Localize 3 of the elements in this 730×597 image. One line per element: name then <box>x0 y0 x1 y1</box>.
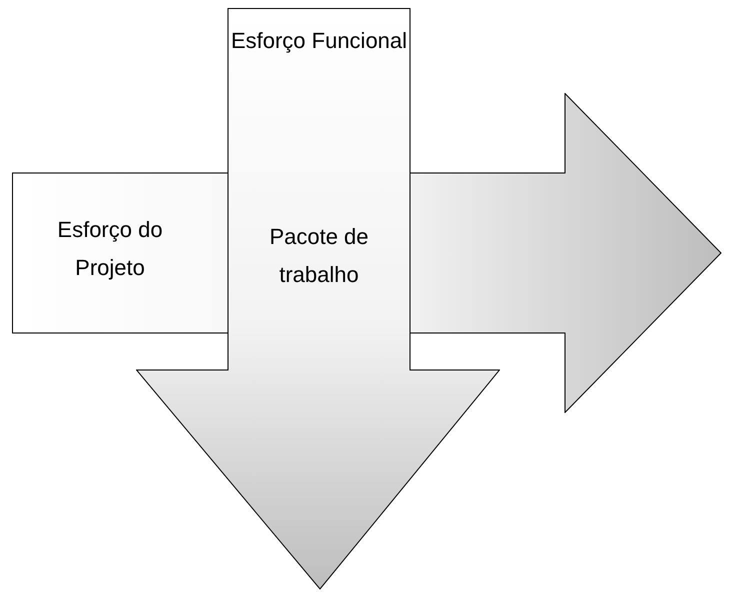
arrow-label: Esforço do Projeto <box>56 216 164 282</box>
arrow-label: Esforço Funcional <box>230 27 408 55</box>
arrow-label: Pacote de trabalho <box>268 223 370 289</box>
